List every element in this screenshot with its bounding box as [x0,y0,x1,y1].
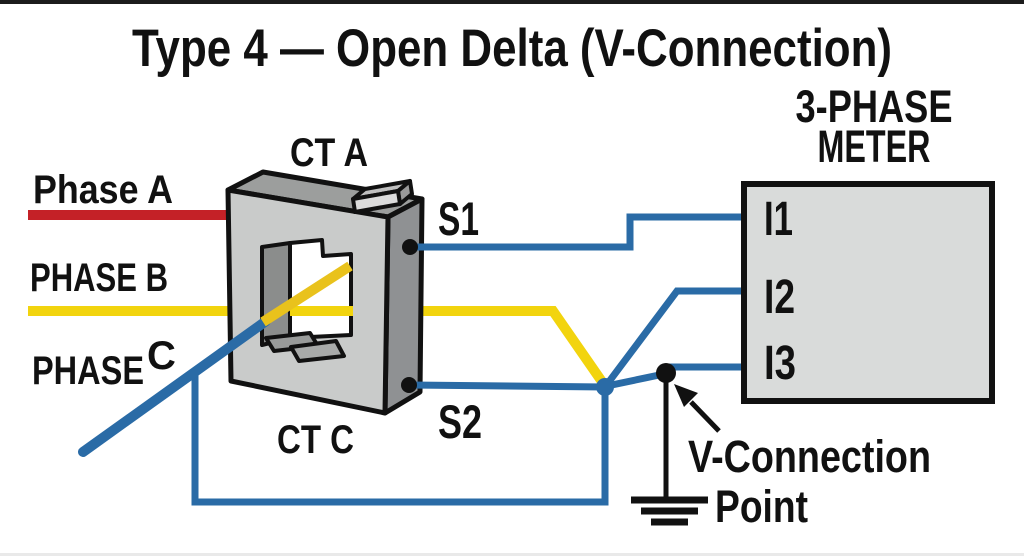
meter-box [741,181,995,404]
i2-wire [602,287,744,390]
label-i2: I2 [764,271,795,324]
wire-junction-dot [596,378,614,396]
label-meter-line1: 3-PHASE [796,81,953,132]
ct-terminal-tab-front [351,189,402,214]
top-crop-strip [0,0,1024,4]
label-phase-c-letter: C [147,334,176,378]
label-v-connection-point: Point [715,481,808,532]
s1-terminal-dot [402,239,418,255]
label-phase-b: PHASE B [30,256,168,300]
ct-core-step-lower [289,339,346,363]
phase-b-wire [28,306,610,389]
s2-terminal-dot [401,377,417,393]
bottom-crop-strip [0,553,1024,556]
secondary-return-wire [191,371,609,506]
label-s1: S1 [438,192,479,245]
label-v-connection: V-Connection [688,431,931,482]
ct-window-left-wall [260,241,292,347]
v-connection-point-dot [656,363,676,383]
label-i3: I3 [764,337,796,390]
s1-wire [410,213,744,251]
diagram-title: Type 4 — Open Delta (V-Connection) [132,19,892,78]
ground-symbol [631,496,708,526]
label-s2: S2 [438,395,482,448]
label-phase-c-word: PHASE [32,349,144,393]
label-meter-line2: METER [818,121,931,172]
label-phase-a: Phase A [33,168,173,212]
s2-wire [409,381,606,391]
window-diagonal-wire [260,261,353,327]
annotation-arrow [674,384,721,433]
label-ct-a: CT A [290,131,368,175]
label-i1: I1 [764,193,793,246]
label-ct-c: CT C [277,418,354,462]
phase-c-wire [78,316,271,457]
ct-block [225,169,425,416]
junction-link-wire [606,370,665,390]
